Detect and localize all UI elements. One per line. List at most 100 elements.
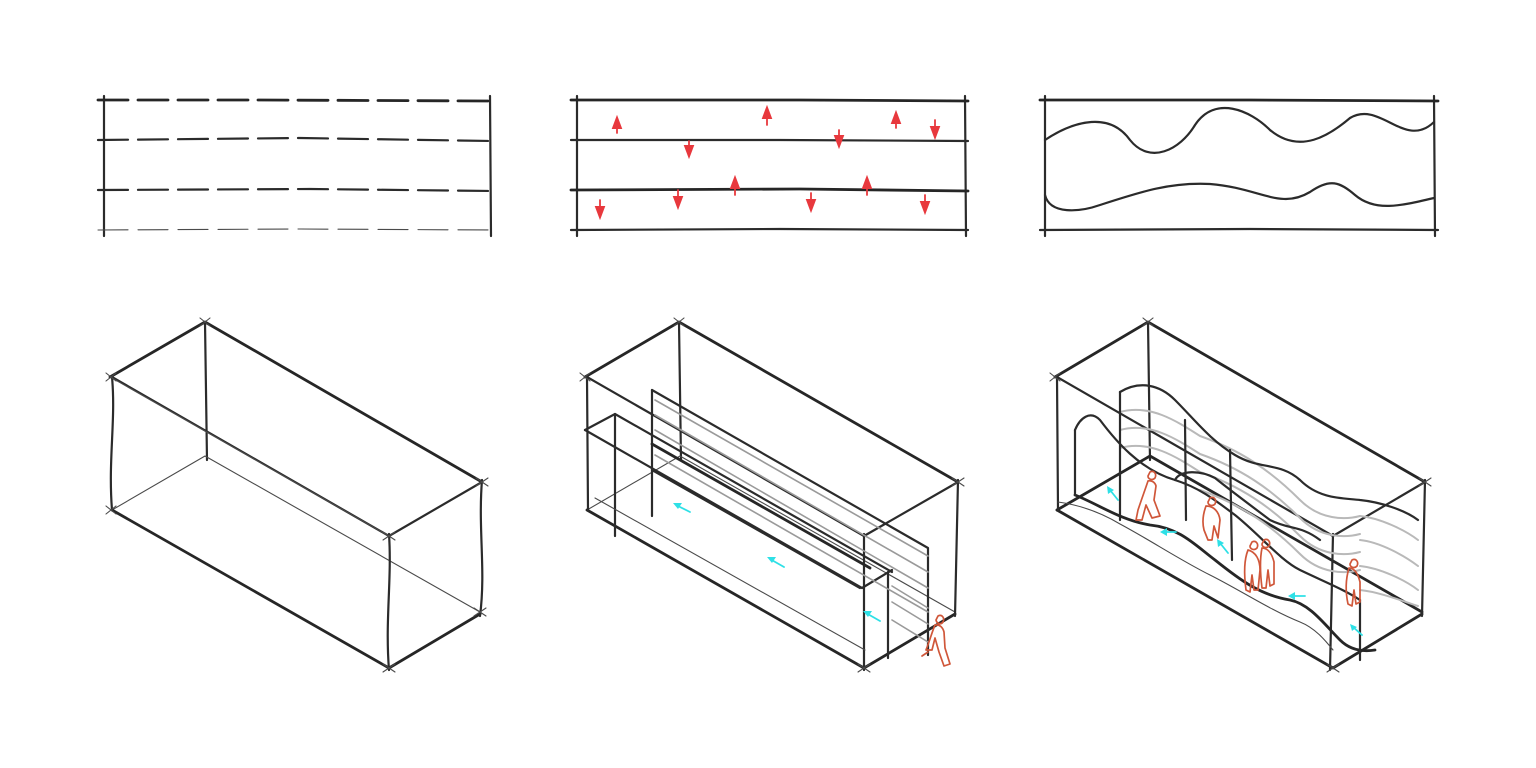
- box-edge: [1055, 375, 1060, 512]
- box-edge: [203, 320, 209, 462]
- flow-arrow-head: [1107, 486, 1114, 494]
- floor-line: [594, 497, 866, 651]
- wavy-wall-top: [1118, 384, 1420, 522]
- corner-tick: [951, 477, 965, 487]
- flow-arrow-head: [767, 557, 776, 563]
- dashed-line-4: [97, 228, 493, 231]
- wall-stripe: [891, 601, 929, 625]
- corner-tick: [105, 372, 117, 382]
- plan-end-line-right: [1432, 94, 1437, 238]
- solid-line-3: [569, 187, 970, 193]
- solid-line-top: [1038, 98, 1440, 103]
- corner-tick: [473, 607, 487, 617]
- plan-end-line-right: [963, 94, 968, 238]
- dashed-line-2: [96, 136, 494, 143]
- standing-figure: [1345, 558, 1361, 607]
- axo-empty-panel: [108, 320, 484, 672]
- ghost-wall-line: [1359, 565, 1419, 591]
- inner-wall-ridge: [650, 442, 872, 570]
- box-diagonal: [111, 377, 390, 537]
- corner-tick: [673, 317, 685, 327]
- wall-stripe: [654, 429, 929, 589]
- figure-head: [1147, 470, 1157, 481]
- plan-dashed-panel: [96, 94, 494, 238]
- box-edge: [386, 532, 391, 672]
- corner-tick: [105, 505, 117, 515]
- flow-arrow-head: [1160, 528, 1167, 536]
- figure-head: [1249, 540, 1259, 551]
- figure-body: [1259, 547, 1275, 589]
- figure-head: [1261, 538, 1271, 549]
- standing-figure: [1202, 496, 1221, 541]
- inner-wall-base: [650, 468, 862, 590]
- box-edge: [953, 478, 960, 618]
- dashed-line-3: [96, 187, 494, 193]
- axo-straight-walls-panel: [583, 320, 960, 672]
- plan-wavy-panel: [1038, 94, 1440, 238]
- flow-arrow-head: [1288, 592, 1295, 600]
- ghost-wall-line: [1119, 426, 1361, 538]
- box-edge: [109, 375, 115, 512]
- flow-arrow-head: [673, 503, 682, 509]
- solid-line-bottom: [1038, 227, 1440, 232]
- box-bottom-back-edges: [1055, 454, 1424, 614]
- figure-leg: [921, 651, 929, 657]
- figure-body: [1202, 505, 1221, 541]
- box-top-back-edges: [108, 320, 484, 484]
- corner-tick: [199, 317, 211, 327]
- walking-figure: [1135, 470, 1161, 521]
- figure-head: [935, 614, 945, 625]
- wavy-wall-edge: [1228, 448, 1234, 562]
- corner-tick: [1049, 372, 1061, 382]
- walking-figure: [921, 614, 951, 667]
- wavy-wall-front: [1073, 414, 1362, 602]
- flow-arrow-head: [863, 611, 872, 617]
- figure-head: [1207, 496, 1217, 507]
- wavy-line-1: [1043, 107, 1436, 154]
- box-bottom-front-edges: [110, 508, 482, 670]
- wall-stripe: [891, 585, 929, 609]
- figure-body: [1345, 567, 1361, 607]
- axo-wavy-walls-panel: [1053, 320, 1427, 672]
- ghost-wall-line: [1359, 589, 1419, 607]
- wall-stripe: [891, 619, 929, 643]
- wall-stripe: [654, 454, 929, 613]
- corner-tick: [579, 372, 591, 382]
- solid-line-1: [569, 98, 970, 103]
- floor-curve: [1057, 501, 1334, 651]
- wavy-wall-inner: [1173, 471, 1322, 542]
- figure-body: [1135, 479, 1161, 521]
- solid-line-2: [569, 138, 970, 143]
- dashed-line-1: [96, 98, 494, 103]
- flow-arrow-head: [1217, 539, 1224, 547]
- plan-end-line-right: [488, 94, 493, 238]
- corner-tick: [857, 663, 871, 673]
- corner-tick: [1142, 317, 1154, 327]
- plan-shifting-panel: [569, 94, 970, 238]
- box-edge: [1146, 320, 1152, 462]
- box-edge: [585, 375, 590, 512]
- corner-tick: [382, 531, 396, 541]
- box-bottom-front-edges: [585, 508, 957, 670]
- corner-tick: [1326, 663, 1340, 673]
- corner-tick: [475, 477, 489, 487]
- wavy-wall-base: [1073, 493, 1377, 653]
- box-edge: [478, 478, 484, 618]
- inner-wall-top: [650, 388, 930, 657]
- corner-tick: [1418, 477, 1432, 487]
- flow-arrows: [673, 503, 881, 622]
- box-bottom-back-edges: [586, 455, 956, 613]
- ghost-wall-line: [1119, 408, 1361, 520]
- ghost-wall-line: [1359, 515, 1419, 541]
- box-edge: [677, 320, 683, 462]
- ghost-wall-line: [1119, 444, 1361, 556]
- figure-head: [1349, 558, 1359, 569]
- wavy-wall-edge: [1183, 418, 1188, 522]
- wavy-line-2: [1043, 182, 1436, 212]
- figure-body: [925, 624, 951, 667]
- corner-tick: [382, 663, 396, 673]
- corner-ticks: [105, 317, 1432, 673]
- box-bottom-front-edges: [1055, 508, 1424, 670]
